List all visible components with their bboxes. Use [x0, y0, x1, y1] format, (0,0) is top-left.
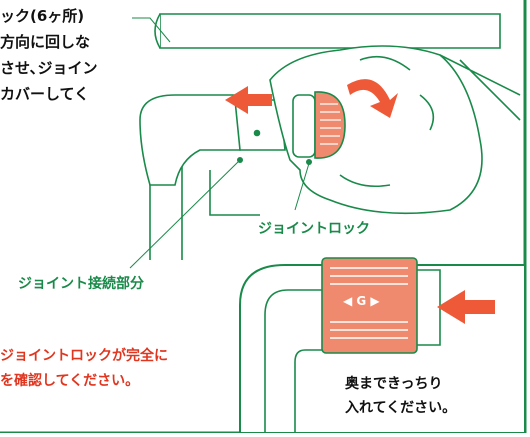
elbow-joint	[139, 94, 286, 186]
callout-line-2: 方向に回しな	[0, 33, 91, 51]
callout-line-1: ック(6ヶ所)	[0, 7, 85, 25]
hand-illustration	[269, 45, 521, 215]
inset-note-line-1: 奥まできっちり	[345, 376, 443, 392]
inset-note-line-2: 入れてください。	[345, 400, 457, 416]
inset-elbow	[264, 269, 441, 433]
rotate-arrow	[347, 79, 398, 118]
push-left-arrow	[225, 86, 272, 114]
lock-direction-symbol: ◀ G ▶	[343, 294, 380, 308]
inset-push-arrow	[437, 290, 495, 324]
joint-connection-label: ジョイント接続部分	[18, 276, 144, 292]
joint-lock-label: ジョイントロック	[258, 221, 370, 237]
warning-line-1: ジョイントロックが完全に	[0, 348, 168, 364]
top-pipe	[154, 13, 501, 49]
warning-line-2: を確認してください。	[0, 373, 140, 389]
callout-line-4: カバーしてく	[0, 85, 90, 103]
callout-line-3: させ､ジョイン	[0, 59, 98, 77]
joint-lock-ring	[292, 91, 346, 159]
inset-lock	[321, 257, 418, 354]
